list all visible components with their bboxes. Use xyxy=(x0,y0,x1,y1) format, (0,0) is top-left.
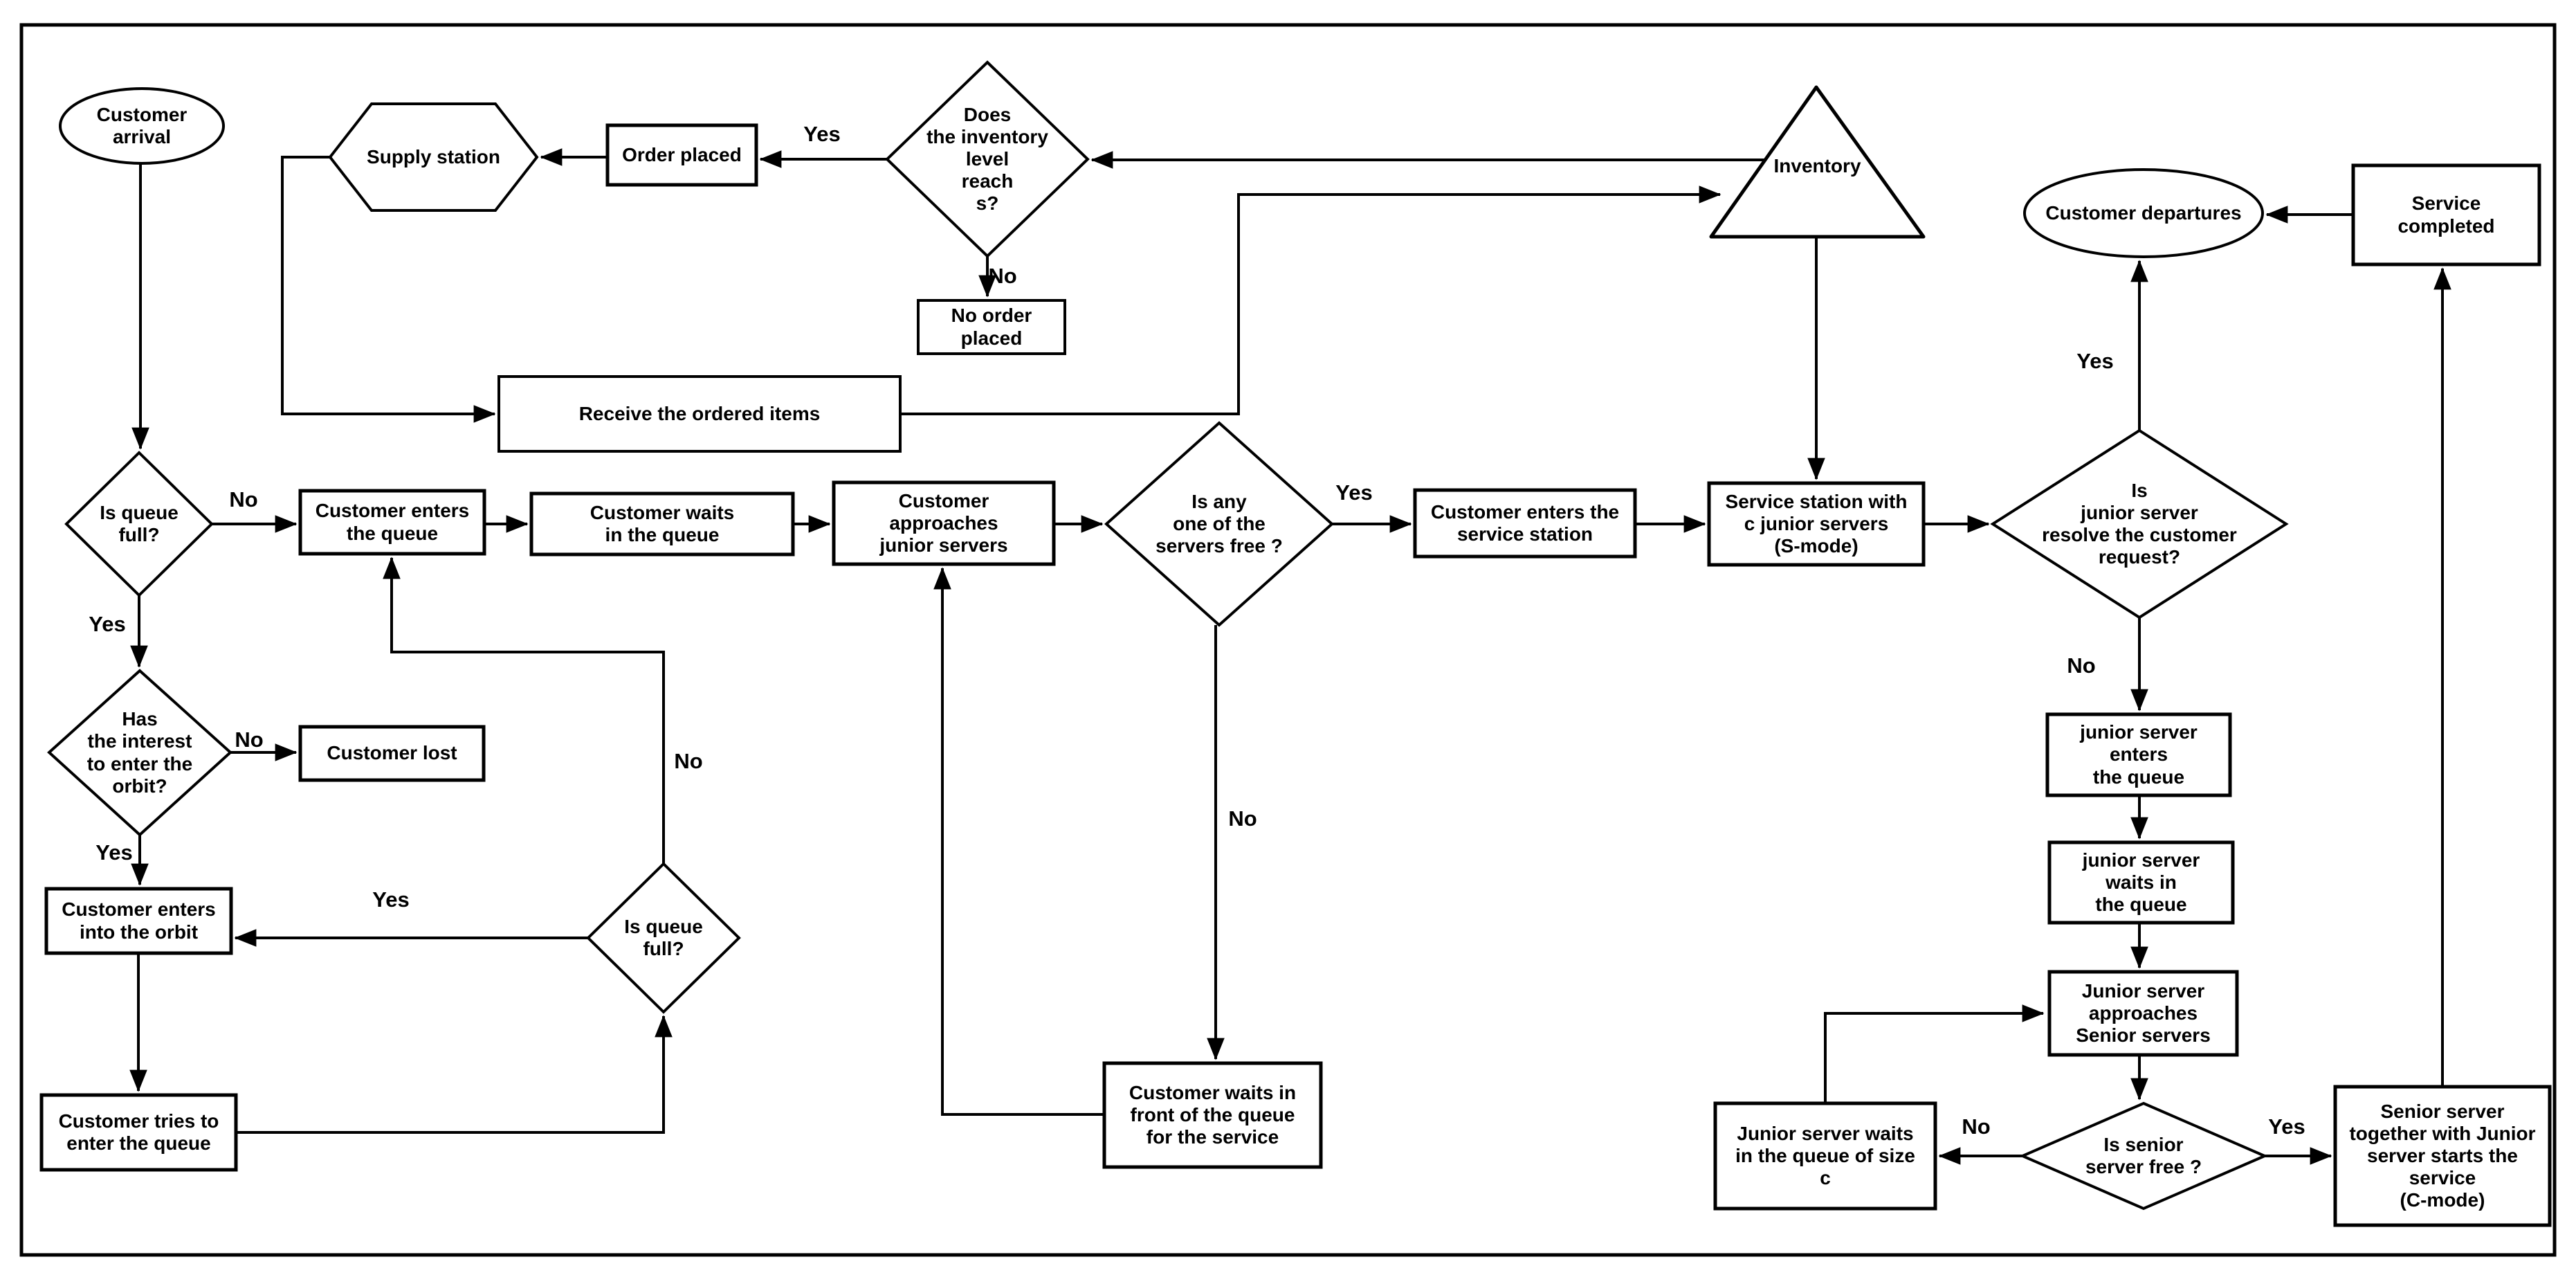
node-service-completed-shape xyxy=(2351,163,2541,266)
edge-queuefull2-no-to-entersqueue xyxy=(383,557,665,864)
node-receive-items-shape xyxy=(497,375,902,453)
node-is-queue-full2-shape xyxy=(586,862,741,1014)
node-junior-waits-shape xyxy=(2047,840,2235,925)
node-supply-station-shape xyxy=(328,102,539,212)
node-order-placed-shape xyxy=(605,123,758,187)
node-enters-service-shape xyxy=(1413,488,1637,559)
node-no-order-shape xyxy=(917,299,1066,355)
node-senior-free-shape xyxy=(2018,1101,2269,1211)
edge-waitsfront-to-approaches xyxy=(933,567,1104,1116)
node-inv-reach-shape xyxy=(885,60,1090,258)
diagram-border xyxy=(19,23,2557,1257)
node-service-station-shape xyxy=(1707,481,1926,567)
edge-receive-to-inventory xyxy=(900,186,1721,415)
edge-supplystation-to-receive xyxy=(281,156,496,423)
node-waits-queue-shape xyxy=(529,491,795,557)
node-customer-departures-shape xyxy=(2023,168,2264,258)
node-junior-approaches-shape xyxy=(2047,970,2239,1057)
node-junior-waits-c-shape xyxy=(1713,1101,1937,1211)
node-c-mode-shape xyxy=(2333,1085,2552,1227)
node-approaches-junior-shape xyxy=(832,480,1056,566)
node-waits-front-shape xyxy=(1102,1061,1323,1169)
node-junior-resolve-shape xyxy=(1990,428,2289,620)
node-enters-queue-shape xyxy=(298,489,486,556)
node-inventory-shape xyxy=(1709,85,1926,239)
node-junior-enters-shape xyxy=(2045,712,2232,797)
edge-customertries-to-queuefull2 xyxy=(236,1015,673,1134)
node-is-queue-full-shape xyxy=(64,451,214,597)
node-customer-lost-shape xyxy=(298,725,486,782)
node-customer-tries-shape xyxy=(39,1093,238,1172)
node-enters-orbit-shape xyxy=(44,887,233,955)
node-customer-arrival-shape xyxy=(59,87,225,165)
node-has-interest-shape xyxy=(47,669,232,837)
node-servers-free-shape xyxy=(1104,421,1334,627)
edge-juniorwaitsc-to-juniorapproaches xyxy=(1824,1004,2045,1103)
